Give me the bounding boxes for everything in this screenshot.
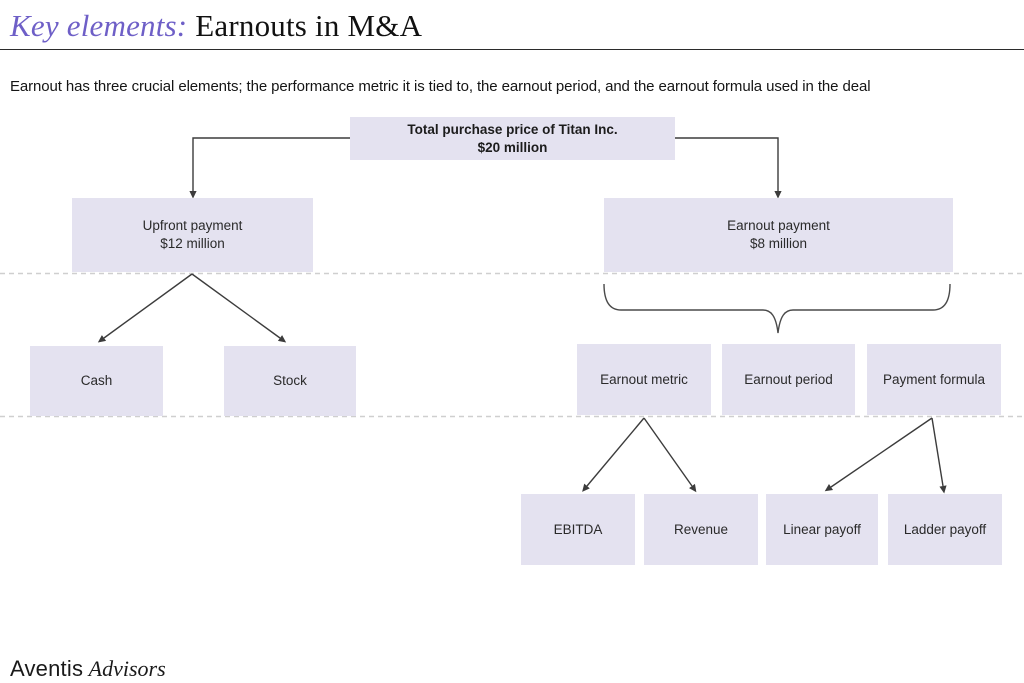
- node-earnout-line1: Earnout payment: [727, 218, 830, 234]
- node-stock-label: Stock: [273, 373, 307, 389]
- page-title-rest: Earnouts in M&A: [187, 8, 423, 43]
- connector-metric-to-revenue: [643, 417, 697, 493]
- brace-earnout-elements: [603, 283, 951, 334]
- connector-formula-to-ladder: [931, 417, 947, 494]
- node-linear-label: Linear payoff: [783, 521, 861, 537]
- node-total-line2: $20 million: [477, 139, 548, 155]
- brand-name-serif-text: Advisors: [88, 656, 166, 681]
- title-divider: [0, 49, 1024, 50]
- node-revenue-label: Revenue: [673, 521, 729, 537]
- node-earnout-payment: Earnout payment $8 million: [604, 198, 953, 272]
- node-linear-payoff: Linear payoff: [766, 494, 878, 565]
- brand-name-sans: Aventis: [10, 656, 84, 681]
- node-period-label: Earnout period: [744, 371, 833, 387]
- node-revenue: Revenue: [644, 494, 758, 565]
- node-total-purchase-price: Total purchase price of Titan Inc. $20 m…: [350, 117, 675, 160]
- node-ladder-payoff: Ladder payoff: [888, 494, 1002, 565]
- brand-logo: Aventis Advisors: [10, 656, 166, 682]
- node-total-line1: Total purchase price of Titan Inc.: [407, 121, 618, 137]
- node-cash: Cash: [30, 346, 163, 416]
- node-ebitda: EBITDA: [521, 494, 635, 565]
- subtitle: Earnout has three crucial elements; the …: [10, 78, 871, 95]
- node-ladder-label: Ladder payoff: [903, 521, 987, 537]
- page-title: Key elements: Earnouts in M&A: [10, 8, 422, 44]
- connector-metric-to-ebitda: [582, 417, 645, 492]
- connector-formula-to-linear: [824, 417, 933, 492]
- node-metric-label: Earnout metric: [600, 371, 688, 387]
- node-cash-label: Cash: [80, 373, 113, 389]
- node-payment-formula: Payment formula: [867, 344, 1001, 415]
- node-earnout-metric: Earnout metric: [577, 344, 711, 415]
- node-upfront-line1: Upfront payment: [142, 218, 243, 234]
- connector-upfront-to-stock: [191, 273, 287, 343]
- page-title-accent: Key elements:: [10, 8, 188, 43]
- node-upfront-line2: $12 million: [160, 236, 225, 251]
- node-formula-label: Payment formula: [882, 371, 986, 387]
- connector-total-to-earnout: [674, 137, 782, 199]
- node-ebitda-label: EBITDA: [553, 521, 603, 537]
- connector-upfront-to-cash: [97, 273, 193, 343]
- node-earnout-line2: $8 million: [749, 236, 808, 251]
- connector-total-to-upfront: [189, 137, 351, 199]
- node-earnout-period: Earnout period: [722, 344, 855, 415]
- node-stock: Stock: [224, 346, 356, 416]
- node-upfront-payment: Upfront payment $12 million: [72, 198, 313, 272]
